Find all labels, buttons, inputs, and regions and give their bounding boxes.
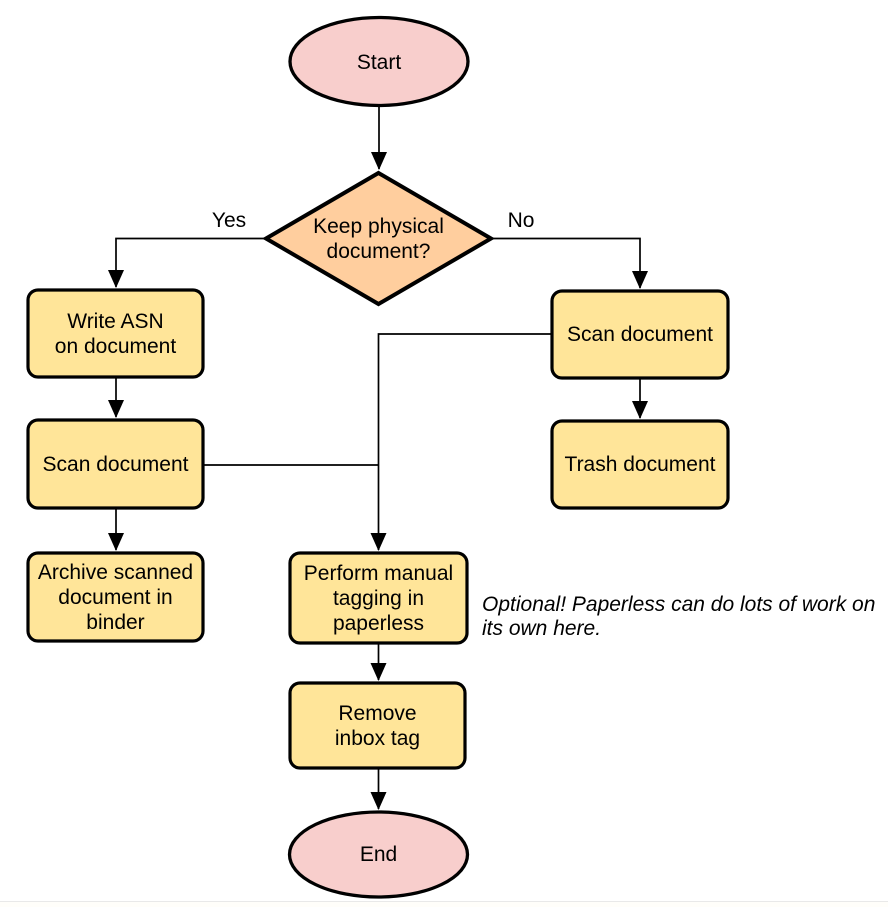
- edge-decision-yes: [108, 237, 266, 288]
- end-node-shape: [287, 810, 470, 899]
- edge-decision-no: [491, 237, 648, 289]
- tagging-node-shape: [288, 551, 469, 645]
- edge-scanright-to-tagging: [370, 333, 552, 551]
- connector-group: [108, 106, 648, 810]
- write-asn-node-shape: [26, 288, 205, 379]
- archive-node-shape: [26, 551, 205, 643]
- scan-right-node-shape: [550, 289, 730, 380]
- page-below-strip: [0, 902, 888, 907]
- page-bottom-divider: [0, 901, 888, 902]
- start-node-shape: [288, 15, 470, 108]
- scan-left-node-shape: [26, 418, 205, 510]
- optional-note: Optional! Paperless can do lots of work …: [482, 593, 876, 640]
- decision-node-shape: [262, 170, 495, 307]
- trash-node-shape: [550, 419, 730, 510]
- remove-inbox-node-shape: [288, 681, 467, 770]
